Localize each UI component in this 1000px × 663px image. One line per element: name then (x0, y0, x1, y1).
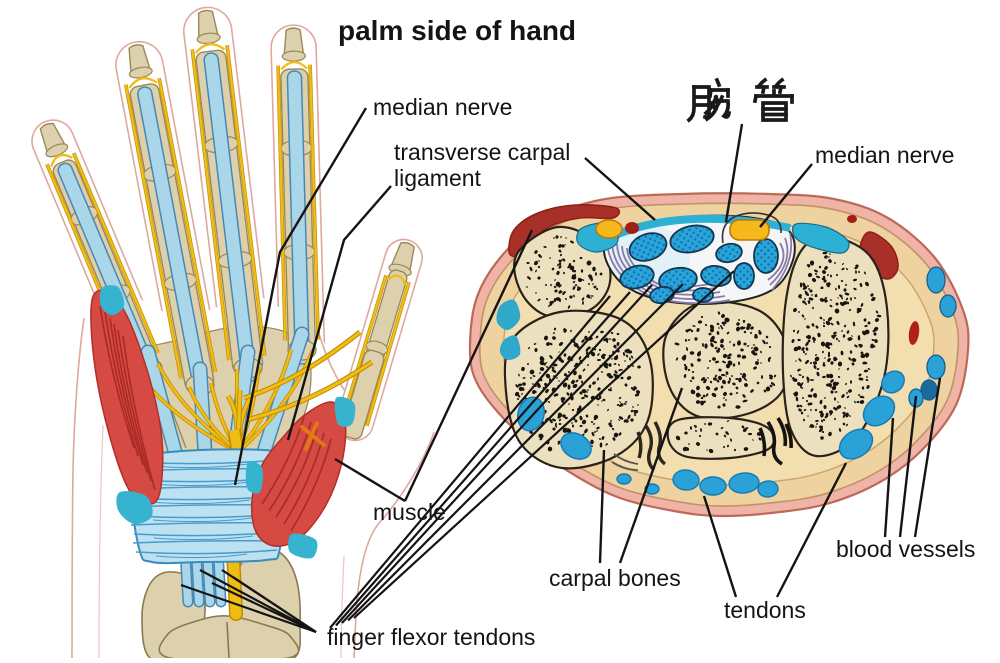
svg-text:tendons: tendons (724, 597, 806, 623)
svg-text:palm side of hand: palm side of hand (338, 15, 576, 46)
svg-text:ligament: ligament (394, 165, 482, 191)
svg-text:carpal bones: carpal bones (549, 565, 681, 591)
svg-text:transverse carpal: transverse carpal (394, 139, 570, 165)
svg-text:finger flexor tendons: finger flexor tendons (327, 624, 535, 650)
svg-text:median nerve: median nerve (373, 94, 512, 120)
svg-text:muscle: muscle (373, 499, 446, 525)
svg-text:median nerve: median nerve (815, 142, 954, 168)
svg-text:blood vessels: blood vessels (836, 536, 975, 562)
